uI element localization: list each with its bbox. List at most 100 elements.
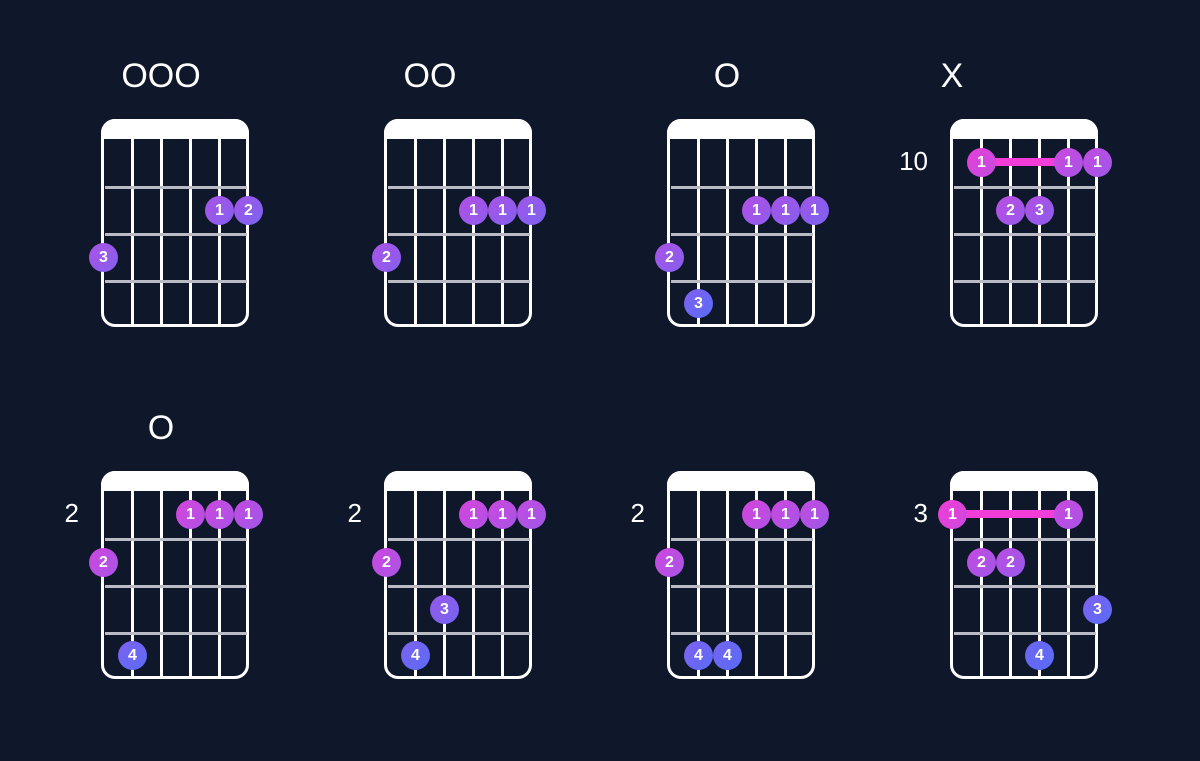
fret-line xyxy=(671,585,813,588)
finger-dot: 3 xyxy=(89,243,118,272)
string-line xyxy=(726,489,729,679)
fret-line xyxy=(671,280,813,283)
fret-line xyxy=(388,186,530,189)
string-line xyxy=(501,489,504,679)
string-line xyxy=(1009,137,1012,327)
string-line xyxy=(980,137,983,327)
nut xyxy=(950,471,1098,491)
string-line xyxy=(784,489,787,679)
nut xyxy=(101,119,249,139)
string-line xyxy=(189,137,192,327)
fret-line xyxy=(388,632,530,635)
string-line xyxy=(1009,489,1012,679)
finger-dot: 1 xyxy=(742,500,771,529)
finger-dot: 1 xyxy=(1083,148,1112,177)
string-line xyxy=(472,137,475,327)
string-line xyxy=(189,489,192,679)
barre-bar xyxy=(981,158,1068,166)
string-line xyxy=(784,137,787,327)
nut xyxy=(101,471,249,491)
finger-dot: 1 xyxy=(517,500,546,529)
finger-dot: 3 xyxy=(1083,595,1112,624)
string-line xyxy=(1038,489,1041,679)
finger-dot: 2 xyxy=(372,243,401,272)
nut xyxy=(667,119,815,139)
open-muted-markers: OOO xyxy=(121,57,201,95)
finger-dot: 1 xyxy=(800,196,829,225)
fret-line xyxy=(954,233,1096,236)
finger-dot: 4 xyxy=(401,641,430,670)
fret-line xyxy=(954,585,1096,588)
string-line xyxy=(414,137,417,327)
string-line xyxy=(160,489,163,679)
string-line xyxy=(697,137,700,327)
finger-dot: 3 xyxy=(1025,196,1054,225)
fret-line xyxy=(671,233,813,236)
finger-dot: 2 xyxy=(996,196,1025,225)
string-line xyxy=(1067,137,1070,327)
finger-dot: 1 xyxy=(1054,500,1083,529)
open-muted-markers: O xyxy=(147,409,175,447)
finger-dot: 4 xyxy=(684,641,713,670)
finger-dot: 2 xyxy=(655,548,684,577)
finger-dot: 1 xyxy=(459,196,488,225)
string-line xyxy=(414,489,417,679)
finger-dot: 1 xyxy=(517,196,546,225)
open-muted-markers: OO xyxy=(403,57,457,95)
starting-fret-number: 10 xyxy=(899,146,928,176)
fret-line xyxy=(105,585,247,588)
nut xyxy=(384,471,532,491)
fret-line xyxy=(671,186,813,189)
starting-fret-number: 2 xyxy=(64,498,79,528)
finger-dot: 1 xyxy=(771,500,800,529)
nut xyxy=(667,471,815,491)
finger-dot: 2 xyxy=(655,243,684,272)
finger-dot: 3 xyxy=(430,595,459,624)
finger-dot: 4 xyxy=(118,641,147,670)
string-line xyxy=(755,489,758,679)
string-line xyxy=(443,137,446,327)
open-muted-markers: O xyxy=(713,57,741,95)
finger-dot: 1 xyxy=(205,500,234,529)
string-line xyxy=(980,489,983,679)
finger-dot: 2 xyxy=(996,548,1025,577)
fret-line xyxy=(388,585,530,588)
finger-dot: 1 xyxy=(205,196,234,225)
string-line xyxy=(1038,137,1041,327)
finger-dot: 3 xyxy=(684,289,713,318)
finger-dot: 1 xyxy=(742,196,771,225)
finger-dot: 2 xyxy=(372,548,401,577)
finger-dot: 1 xyxy=(234,500,263,529)
string-line xyxy=(1067,489,1070,679)
starting-fret-number: 2 xyxy=(630,498,645,528)
fret-line xyxy=(954,632,1096,635)
fret-line xyxy=(954,280,1096,283)
fret-line xyxy=(105,632,247,635)
fret-line xyxy=(954,538,1096,541)
string-line xyxy=(443,489,446,679)
string-line xyxy=(218,137,221,327)
fret-line xyxy=(671,632,813,635)
starting-fret-number: 2 xyxy=(347,498,362,528)
finger-dot: 1 xyxy=(800,500,829,529)
fret-line xyxy=(105,280,247,283)
finger-dot: 1 xyxy=(1054,148,1083,177)
fret-line xyxy=(105,186,247,189)
string-line xyxy=(755,137,758,327)
fret-line xyxy=(954,186,1096,189)
starting-fret-number: 3 xyxy=(913,498,928,528)
barre-bar xyxy=(952,510,1068,518)
string-line xyxy=(472,489,475,679)
nut xyxy=(950,119,1098,139)
finger-dot: 1 xyxy=(938,500,967,529)
fret-line xyxy=(388,233,530,236)
finger-dot: 2 xyxy=(234,196,263,225)
finger-dot: 1 xyxy=(176,500,205,529)
